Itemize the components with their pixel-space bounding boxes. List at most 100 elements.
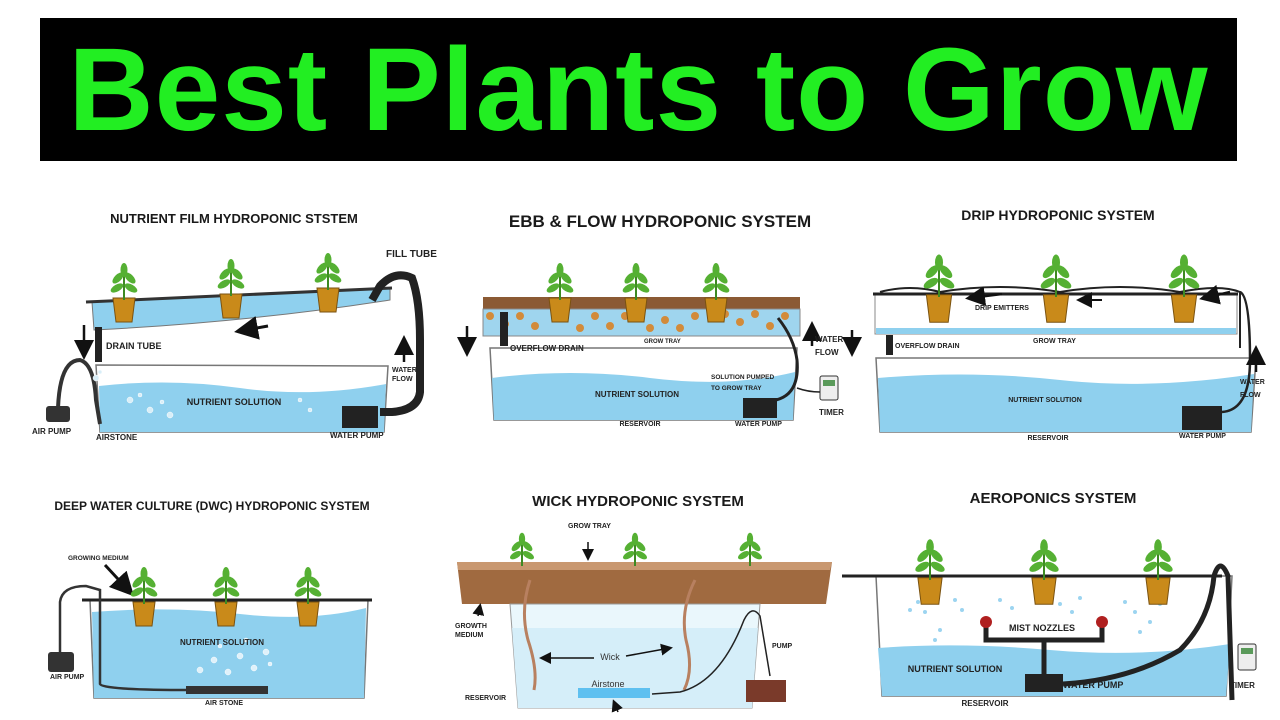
- leaf-wick-2: [746, 532, 754, 546]
- wick-soil-top: [457, 562, 832, 570]
- leaf-nft-0: [110, 283, 124, 293]
- leaf-wick-1: [624, 541, 635, 552]
- aero-water-pump-label: WATER PUMP: [1063, 680, 1123, 690]
- nft-nutrient-label: NUTRIENT SOLUTION: [187, 397, 282, 407]
- pot-aero-0: [917, 577, 943, 605]
- leaf-drip-0: [939, 265, 953, 279]
- leaf-dwc-1: [214, 576, 226, 588]
- leaf-dwc-2: [308, 576, 320, 588]
- leaf-ebb-2: [712, 263, 720, 277]
- plant-aero-1: [1029, 539, 1059, 605]
- leaf-wick-2: [738, 551, 750, 560]
- drip-water: [878, 374, 1254, 432]
- plant-wick-2: [738, 532, 762, 566]
- plant-wick-1: [623, 532, 647, 566]
- aero-nozzle-left: [980, 616, 992, 628]
- ebb-solution-pumped-label-1: SOLUTION PUMPED: [711, 374, 775, 381]
- ebb-water-pump-label: WATER PUMP: [735, 421, 782, 428]
- leaf-nft-2: [324, 253, 332, 267]
- leaf-aero-0: [917, 549, 930, 562]
- pot-dwc-0: [132, 601, 156, 627]
- leaf-wick-2: [750, 551, 762, 560]
- leaf-drip-2: [1184, 265, 1198, 279]
- plant-drip-0: [923, 254, 955, 323]
- nft-flow-arrow: [234, 316, 269, 340]
- leaf-dwc-1: [226, 587, 240, 597]
- dwc-air-stone: [186, 686, 268, 694]
- nft-air-line: [56, 357, 102, 425]
- nft-water-pump-label: WATER PUMP: [330, 431, 384, 440]
- plant-drip-2: [1168, 254, 1200, 323]
- wick-growth-label-2: MEDIUM: [455, 632, 484, 639]
- wick-airstone-label: Airstone: [591, 679, 624, 689]
- leaf-dwc-0: [144, 587, 158, 597]
- leaf-wick-0: [522, 541, 533, 552]
- leaf-ebb-2: [704, 272, 716, 284]
- ebb-water-flow-label-1: WATER: [815, 335, 844, 344]
- leaf-aero-2: [1158, 549, 1171, 562]
- dwc-air-pump-label: AIR PUMP: [50, 674, 85, 681]
- nft-airstone-label: AIRSTONE: [96, 433, 138, 442]
- leaf-aero-1: [1044, 549, 1057, 562]
- leaf-wick-0: [510, 551, 522, 560]
- drip-overflow-drain: [886, 335, 893, 355]
- nft-water-flow-label-1: WATER: [392, 367, 417, 374]
- wick-pump-label: PUMP: [772, 643, 793, 650]
- leaf-drip-1: [1042, 265, 1056, 279]
- drip-feed-line: [879, 286, 1241, 348]
- wick-reservoir-label: RESERVOIR: [465, 695, 506, 702]
- drip-nutrient-label: NUTRIENT SOLUTION: [1008, 397, 1082, 404]
- leaf-ebb-2: [716, 283, 730, 293]
- ebb-water-flow-label-2: FLOW: [815, 348, 839, 357]
- leaf-nft-0: [120, 263, 128, 277]
- aero-timer-display: [1241, 648, 1253, 654]
- drip-tray-water: [876, 328, 1236, 334]
- leaf-dwc-0: [140, 567, 148, 581]
- leaf-drip-1: [1056, 277, 1072, 289]
- ebb-timer-display: [823, 380, 835, 386]
- leaf-dwc-2: [304, 567, 312, 581]
- dwc-air-pump: [48, 652, 74, 672]
- leaf-nft-0: [124, 283, 138, 293]
- aero-water-pump: [1025, 674, 1063, 692]
- drip-overflow-label: OVERFLOW DRAIN: [895, 343, 960, 350]
- aero-nutrient-label: NUTRIENT SOLUTION: [908, 664, 1003, 674]
- leaf-aero-2: [1154, 539, 1162, 555]
- leaf-nft-1: [227, 259, 235, 273]
- plant-dwc-2: [294, 567, 322, 627]
- nft-bubbles: [92, 369, 313, 419]
- drip-water-pump-label: WATER PUMP: [1179, 433, 1226, 440]
- drip-water-flow-label-2: FLOW: [1240, 392, 1261, 399]
- leaf-drip-2: [1168, 277, 1184, 289]
- aero-nozzle-right: [1096, 616, 1108, 628]
- aero-mist: [908, 596, 1162, 642]
- leaf-aero-2: [1143, 561, 1158, 572]
- ebb-clay-pebbles: [486, 310, 789, 332]
- dwc-title: DEEP WATER CULTURE (DWC) HYDROPONIC SYST…: [54, 499, 369, 513]
- ebb-overflow-drain: [500, 312, 508, 346]
- leaf-nft-2: [328, 262, 340, 274]
- leaf-drip-0: [934, 254, 944, 271]
- wick-grow-tray-label: GROW TRAY: [568, 523, 611, 530]
- leaf-drip-1: [1051, 254, 1061, 271]
- leaf-ebb-0: [560, 272, 572, 284]
- ebb-water-pump: [743, 398, 777, 418]
- aero-diagram: AEROPONICS SYSTEM MIST NOZZLES NUTRIENT …: [842, 490, 1257, 708]
- leaf-aero-1: [1029, 561, 1044, 572]
- leaf-drip-1: [1040, 277, 1056, 289]
- wick-pump: [746, 680, 786, 702]
- plant-ebb-1: [622, 263, 650, 323]
- leaf-drip-1: [1056, 265, 1070, 279]
- drip-water-pump: [1182, 406, 1222, 430]
- nft-water-flow-label-2: FLOW: [392, 376, 413, 383]
- leaf-nft-1: [231, 279, 245, 289]
- dwc-medium-arrow: [103, 563, 135, 597]
- wick-diagram: WICK HYDROPONIC SYSTEM GROW TRAY GROWTH …: [455, 493, 832, 713]
- ebb-diagram: EBB & FLOW HYDROPONIC SYSTEM OVERFLOW DR…: [457, 212, 862, 428]
- leaf-aero-1: [1031, 549, 1044, 562]
- leaf-ebb-0: [548, 272, 560, 284]
- leaf-nft-2: [328, 273, 342, 283]
- wick-growth-label-1: GROWTH: [455, 623, 487, 630]
- pot-drip-2: [1170, 294, 1198, 323]
- pot-aero-2: [1145, 577, 1171, 605]
